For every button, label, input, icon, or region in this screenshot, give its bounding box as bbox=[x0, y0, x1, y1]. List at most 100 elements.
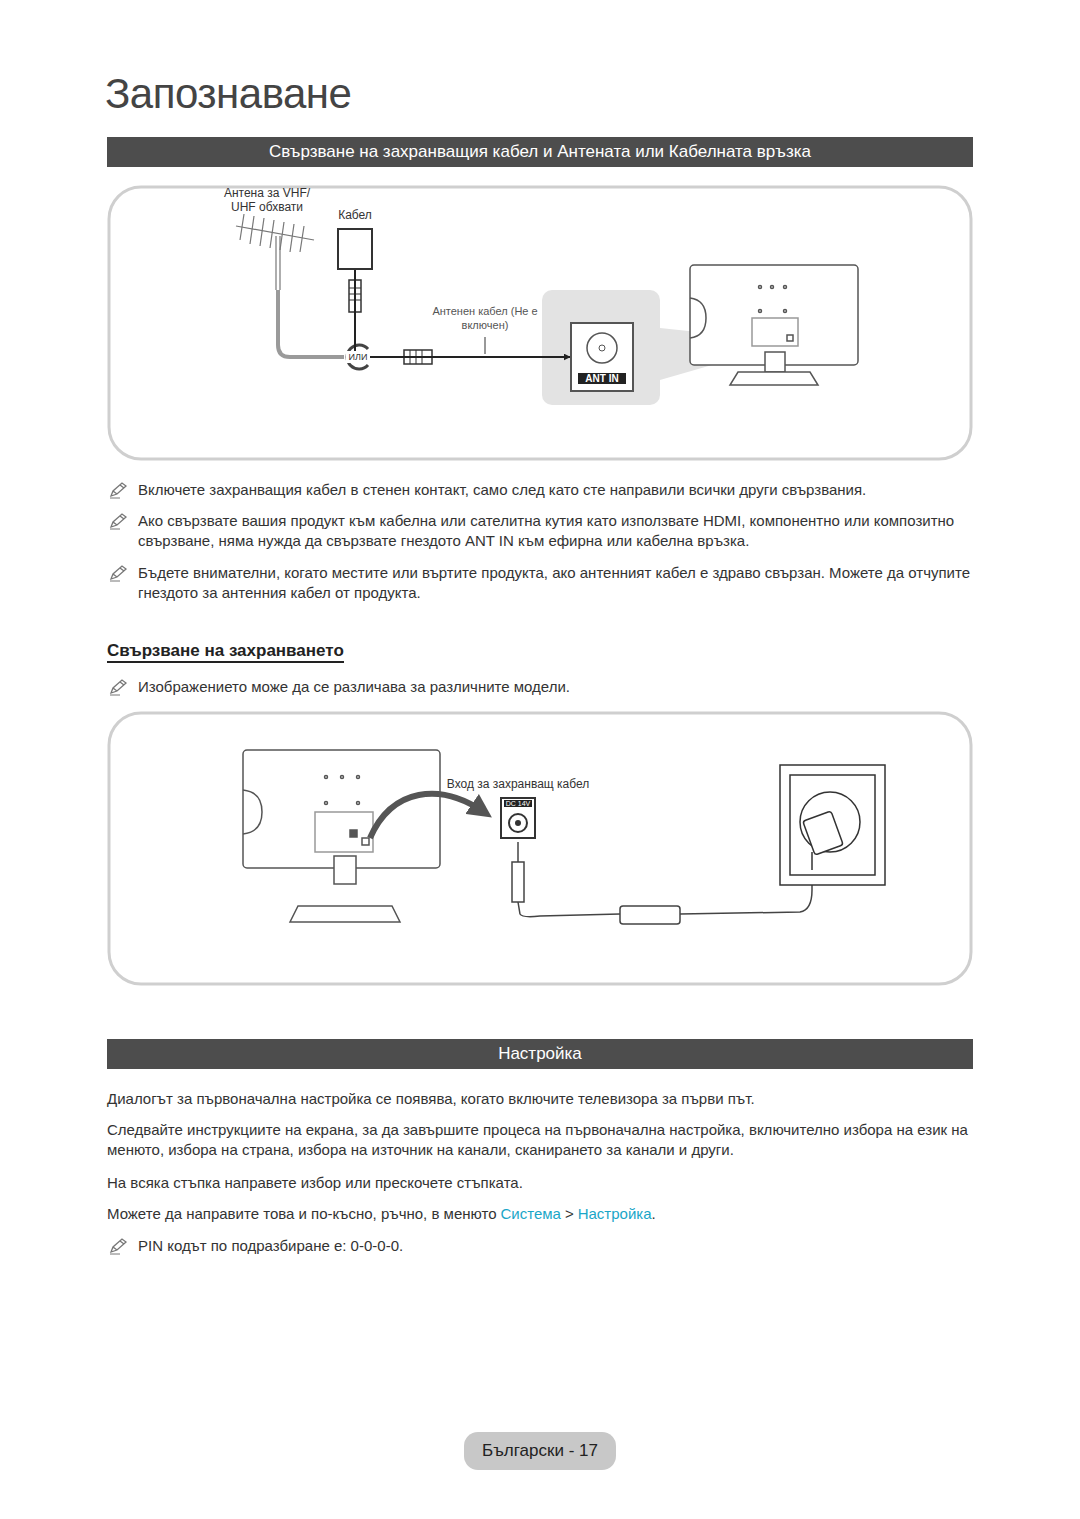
tv-back-drawing bbox=[752, 318, 798, 346]
pencil-symbol bbox=[111, 514, 126, 527]
or-label-box: ИЛИ bbox=[346, 351, 370, 363]
wall-socket bbox=[803, 811, 844, 855]
antenna-drawing bbox=[236, 214, 314, 290]
note-text: PIN кодът по подразбиране е: 0-0-0-0. bbox=[138, 1237, 403, 1254]
menu-link: Настройка bbox=[578, 1205, 652, 1222]
page-title: Запознаване bbox=[105, 70, 351, 118]
pencil-symbol bbox=[111, 483, 126, 496]
tv-back-drawing bbox=[315, 812, 373, 852]
ant-in-port: ANT IN bbox=[570, 322, 634, 392]
antenna-drawing bbox=[240, 214, 244, 240]
note-text: Бъдете внимателни, когато местите или въ… bbox=[138, 564, 970, 601]
node-text: ANT IN bbox=[578, 373, 626, 384]
cable-note: Антенен кабел (Не е включен) bbox=[432, 305, 537, 331]
panel-frame bbox=[109, 187, 971, 459]
tv-back-drawing bbox=[730, 372, 818, 385]
node-subtext: DC 14V bbox=[504, 800, 532, 807]
tv-back-drawing bbox=[243, 750, 440, 868]
note-text: Изображението може да се различава за ра… bbox=[138, 678, 570, 695]
socket-ring bbox=[509, 814, 527, 832]
socket-ring bbox=[587, 333, 617, 363]
tv-back-drawing bbox=[759, 286, 762, 289]
node-text: Вход за захранващ кабел bbox=[447, 777, 589, 791]
power-cable bbox=[512, 842, 812, 924]
note-text-box: Включете захранващия кабел в стенен конт… bbox=[138, 480, 978, 500]
antenna-drawing bbox=[290, 224, 294, 252]
body-text: Диалогът за първоначална настройка се по… bbox=[107, 1090, 755, 1107]
menu-link: Система bbox=[500, 1205, 560, 1222]
note-text: Ако свързвате вашия продукт към кабелна … bbox=[138, 512, 954, 549]
pencil-symbol bbox=[110, 695, 120, 696]
antenna-label-box: Антена за VHF/ UHF обхвати bbox=[212, 186, 322, 214]
antenna-drawing bbox=[279, 236, 280, 290]
panel-frame bbox=[109, 713, 971, 984]
menu-path-line: Можете да направите това и по-късно, ръч… bbox=[107, 1204, 977, 1224]
body-text: . bbox=[652, 1205, 656, 1222]
node-text: Кабел bbox=[338, 208, 372, 222]
antenna-cable bbox=[278, 290, 344, 357]
tv-back-drawing bbox=[759, 310, 762, 313]
node-text: Настройка bbox=[498, 1044, 582, 1064]
cable-note-box: Антенен кабел (Не е включен) bbox=[428, 304, 542, 332]
wall-socket bbox=[780, 765, 885, 885]
tv-back-drawing bbox=[771, 286, 774, 289]
section-band: Настройка bbox=[107, 1039, 973, 1069]
pointer-arrow bbox=[370, 794, 484, 838]
tv-back-drawing bbox=[334, 856, 356, 884]
body-text: Следвайте инструкциите на екрана, за да … bbox=[107, 1121, 968, 1158]
node-text: Свързване на захранващия кабел и Антенат… bbox=[269, 142, 811, 162]
tv-back-drawing bbox=[784, 310, 787, 313]
subheading-box: Свързване на захранването bbox=[107, 641, 607, 661]
tv-back-drawing bbox=[690, 298, 706, 338]
dc-socket bbox=[502, 809, 534, 839]
page-number: Български - 17 bbox=[464, 1432, 616, 1470]
tv-back-drawing bbox=[357, 776, 360, 779]
section-band: Свързване на захранващия кабел и Антенат… bbox=[107, 137, 973, 167]
note-text-box: PIN кодът по подразбиране е: 0-0-0-0. bbox=[138, 1236, 976, 1256]
tv-back-drawing bbox=[290, 906, 400, 922]
tv-back-drawing bbox=[362, 838, 369, 845]
note-text-box: Бъдете внимателни, когато местите или въ… bbox=[138, 563, 976, 603]
antenna-label: Антена за VHF/ UHF обхвати bbox=[224, 186, 310, 214]
tv-back-drawing bbox=[357, 802, 360, 805]
antenna-drawing bbox=[275, 236, 276, 290]
wall-socket bbox=[780, 765, 885, 885]
note-text-box: Изображението може да се различава за ра… bbox=[138, 677, 976, 697]
coax-connector bbox=[355, 270, 570, 357]
antenna-drawing bbox=[260, 218, 264, 246]
wall-socket bbox=[811, 852, 813, 870]
note-text-box: Ако свързвате вашия продукт към кабелна … bbox=[138, 511, 976, 551]
subheading: Свързване на захранването bbox=[107, 641, 344, 663]
zoom-panel bbox=[542, 290, 660, 405]
pencil-symbol bbox=[111, 566, 126, 579]
body-text: На всяка стъпка направете избор или прес… bbox=[107, 1174, 523, 1191]
wall-plate: Кабел bbox=[337, 228, 373, 270]
antenna-drawing bbox=[270, 220, 274, 248]
tv-back-drawing bbox=[350, 830, 357, 837]
tv-back-drawing bbox=[341, 776, 344, 779]
tv-back-drawing bbox=[325, 776, 328, 779]
pencil-symbol bbox=[110, 498, 120, 499]
socket-pin bbox=[599, 345, 605, 351]
note-icon bbox=[108, 481, 128, 499]
note-icon bbox=[108, 564, 128, 582]
wall-socket bbox=[790, 775, 875, 875]
body-text-box: Следвайте инструкциите на екрана, за да … bbox=[107, 1120, 977, 1160]
body-text-box: На всяка стъпка направете избор или прес… bbox=[107, 1173, 977, 1193]
pencil-symbol bbox=[111, 680, 126, 693]
tv-back-drawing bbox=[765, 352, 785, 372]
tv-back-drawing bbox=[787, 335, 793, 341]
menu-separator: > bbox=[565, 1205, 574, 1222]
note-text: Включете захранващия кабел в стенен конт… bbox=[138, 481, 866, 498]
tv-back-drawing bbox=[690, 265, 858, 365]
coax-socket bbox=[572, 326, 632, 370]
pencil-symbol bbox=[110, 1254, 120, 1255]
splitter-ring bbox=[347, 345, 368, 369]
body-text-box: Диалогът за първоначална настройка се по… bbox=[107, 1089, 977, 1109]
or-label: ИЛИ bbox=[349, 352, 368, 362]
power-cable bbox=[518, 902, 620, 917]
power-cable bbox=[620, 906, 680, 924]
